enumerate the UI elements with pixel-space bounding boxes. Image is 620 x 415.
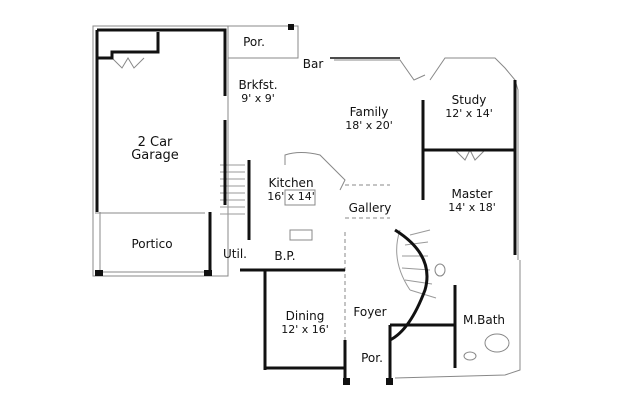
room-dims: 12' x 16' — [281, 323, 329, 336]
room-dims: 9' x 9' — [241, 92, 275, 105]
room-name: Util. — [223, 247, 247, 261]
room-dims: 14' x 18' — [448, 201, 496, 214]
room-util: Util. — [223, 248, 247, 261]
room-bp: B.P. — [274, 250, 295, 263]
room-foyer: Foyer — [353, 306, 386, 319]
room-name: B.P. — [274, 249, 296, 263]
room-por-top: Por. — [243, 36, 265, 49]
room-dims: 12' x 14' — [445, 107, 493, 120]
room-name: Bar — [302, 57, 324, 71]
room-name: Study — [451, 93, 487, 107]
room-dims: 18' x 20' — [345, 119, 393, 132]
room-name: Gallery — [348, 201, 392, 215]
room-name: Family — [349, 105, 389, 119]
garage-outline — [92, 25, 229, 277]
room-mbath: M.Bath — [463, 314, 505, 327]
room-name: Dining — [285, 309, 325, 323]
room-dims: Garage — [131, 148, 179, 163]
room-name: Por. — [361, 351, 383, 365]
room-name: M.Bath — [462, 313, 506, 327]
room-name: Kitchen — [268, 176, 314, 190]
room-name: Por. — [243, 35, 265, 49]
room-brkfst: Brkfst.9' x 9' — [238, 78, 278, 106]
room-name: Master — [451, 187, 493, 201]
room-dims: 16' x 14' — [267, 190, 315, 203]
room-name: 2 Car — [137, 135, 173, 150]
room-name: Portico — [131, 237, 173, 251]
room-portico: Portico — [131, 238, 172, 251]
room-bar: Bar — [303, 58, 324, 71]
room-gallery: Gallery — [349, 202, 392, 215]
room-name: Brkfst. — [238, 78, 278, 92]
room-por-bottom: Por. — [361, 352, 383, 365]
room-name: Foyer — [353, 305, 387, 319]
